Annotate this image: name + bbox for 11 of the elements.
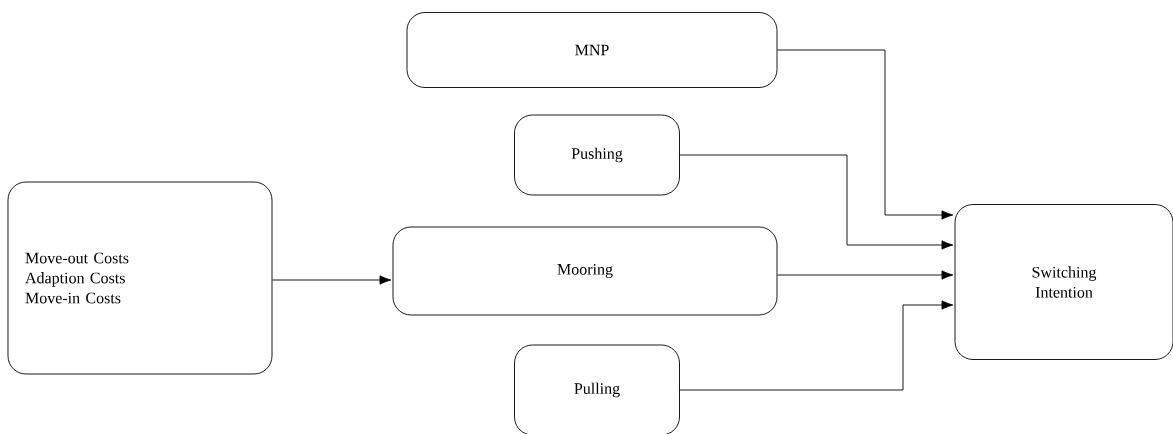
process-box: Move-out Costs Adaption Costs Move-in Costs (7, 181, 273, 375)
process-box: Pushing (514, 114, 680, 196)
arrow (272, 275, 392, 285)
arrow (679, 154, 954, 250)
process-box: Mooring (392, 226, 778, 316)
arrow (777, 49, 954, 220)
process-box: MNP (406, 12, 778, 88)
arrow (679, 300, 954, 391)
process-box: Pulling (514, 344, 680, 434)
process-box: Switching Intention (954, 204, 1173, 360)
arrow (777, 270, 954, 280)
